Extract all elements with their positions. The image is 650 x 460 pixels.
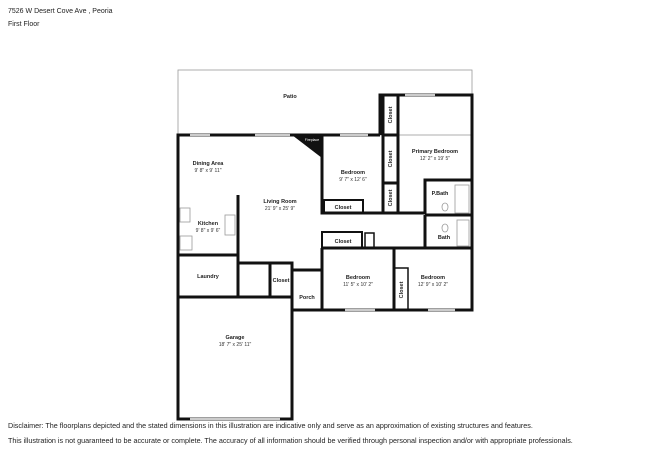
disclaimer-line-2: This illustration is not guaranteed to b… [8, 436, 573, 445]
stove-icon [224, 214, 236, 236]
room-laundry: Laundry [197, 274, 220, 280]
room-living-dims: 21' 9" x 25' 9" [265, 206, 295, 212]
room-primary-dims: 12' 2" x 19' 5" [420, 156, 450, 162]
room-bedroom-dims: 9' 7" x 12' 6" [339, 177, 367, 183]
room-dining-dims: 9' 8" x 9' 11" [194, 168, 221, 174]
room-closet: Closet [273, 278, 290, 284]
room-closet: Closet [388, 150, 394, 167]
room-closet: Closet [335, 239, 352, 245]
bathtub-icon [456, 219, 470, 247]
range-icon [179, 235, 193, 251]
room-closet: Closet [388, 106, 394, 123]
room-garage: Garage [226, 335, 245, 341]
toilet-icon [441, 223, 449, 233]
room-garage-dims: 18' 7" x 25' 11" [219, 342, 252, 348]
disclaimer-line-1: Disclaimer: The floorplans depicted and … [8, 421, 533, 430]
room-closet: Closet [388, 189, 394, 206]
floor-label: First Floor [8, 21, 40, 28]
room-bedroom: Bedroom [346, 275, 370, 281]
patio-outline [177, 69, 473, 136]
room-bedroom-dims: 12' 9" x 10' 2" [418, 282, 448, 288]
windows [190, 93, 455, 421]
shower-icon [454, 184, 470, 214]
room-bedroom-dims: 11' 5" x 10' 2" [343, 282, 373, 288]
room-living: Living Room [263, 199, 296, 205]
walls [176, 93, 474, 421]
sink-icon [179, 207, 191, 223]
room-kitchen-dims: 9' 8" x 9' 6" [196, 228, 221, 234]
room-bedroom: Bedroom [421, 275, 445, 281]
room-porch: Porch [299, 295, 315, 301]
room-patio: Patio [283, 94, 297, 100]
address: 7526 W Desert Cove Ave , Peoria [8, 8, 113, 15]
room-bath: Bath [438, 235, 451, 241]
room-kitchen: Kitchen [198, 221, 219, 227]
room-closet: Closet [335, 205, 352, 211]
fireplace-label: Fireplace [305, 138, 319, 142]
room-pbath: P.Bath [432, 191, 449, 197]
room-bedroom: Bedroom [341, 170, 365, 176]
room-closet: Closet [399, 281, 405, 298]
toilet-icon [441, 202, 449, 212]
fireplace [292, 135, 322, 158]
room-primary-bedroom: Primary Bedroom [412, 149, 458, 155]
room-dining: Dining Area [193, 161, 225, 167]
